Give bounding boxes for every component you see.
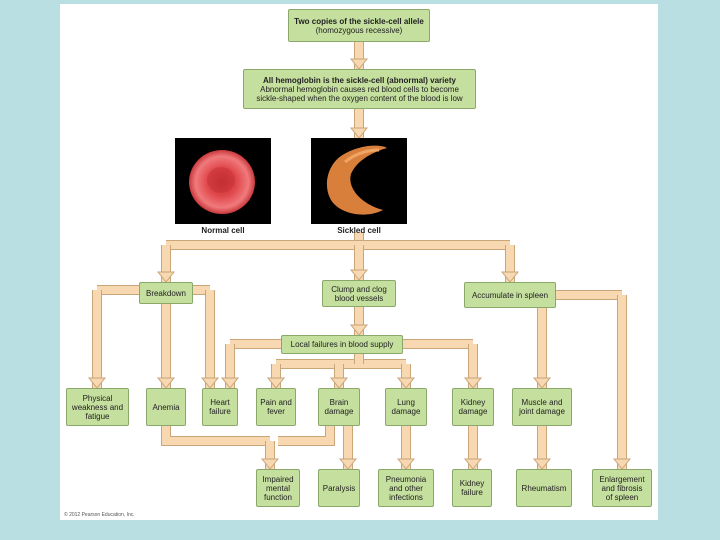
arrow-to-pain-head	[266, 377, 286, 389]
box-physical-weakness: Physical weakness and fatigue	[66, 388, 129, 426]
arrow-breakdown-to-heart-head	[200, 377, 220, 389]
box-enlargement-spleen: Enlargement and fibrosis of spleen	[592, 469, 652, 507]
arrow-to-clump-head	[349, 269, 369, 281]
box-impaired-mental: Impaired mental function	[256, 469, 300, 507]
normal-cell-photo	[175, 138, 271, 224]
arrow-to-breakdown-head	[156, 271, 176, 283]
sickled-cell-photo	[311, 138, 407, 224]
box-kidney-damage: Kidney damage	[452, 388, 494, 426]
box-two-alleles: Two copies of the sickle-cell allele (ho…	[288, 9, 430, 42]
box-local-failures: Local failures in blood supply	[281, 335, 403, 354]
diagram-panel: Normal cell Sickled cell Two copies of t…	[60, 4, 658, 520]
arrow-to-kidney-failure-head	[463, 458, 483, 470]
arrow-local-to-heart-head	[220, 377, 240, 389]
box-hemoglobin: All hemoglobin is the sickle-cell (abnor…	[243, 69, 476, 109]
arrow-to-lung-head	[396, 377, 416, 389]
box-pneumonia: Pneumonia and other infections	[378, 469, 434, 507]
arrow-to-enlargement-head	[612, 458, 632, 470]
box-rheumatism: Rheumatism	[516, 469, 572, 507]
box-lung-damage: Lung damage	[385, 388, 427, 426]
box-anemia: Anemia	[146, 388, 186, 426]
connector-anemia-to-impaired	[161, 426, 270, 446]
box-breakdown: Breakdown	[139, 282, 193, 304]
box-muscle-joint: Muscle and joint damage	[512, 388, 572, 426]
arrow-to-pneumonia-head	[396, 458, 416, 470]
arrow-to-paralysis-head	[338, 458, 358, 470]
arrow-hemoglobin-to-cells-head	[349, 127, 369, 139]
arrow-to-anemia-head	[156, 377, 176, 389]
box-accumulate-spleen: Accumulate in spleen	[464, 282, 556, 308]
flow-arrows	[87, 42, 632, 470]
box-paralysis: Paralysis	[318, 469, 360, 507]
box-kidney-failure: Kidney failure	[452, 469, 492, 507]
arrow-to-rheumatism-head	[532, 458, 552, 470]
arrow-to-muscle-head	[532, 377, 552, 389]
arrow-alleles-to-hemoglobin-head	[349, 58, 369, 70]
arrow-to-impaired-head	[260, 458, 280, 470]
box-pain-fever: Pain and fever	[256, 388, 296, 426]
box-brain-damage: Brain damage	[318, 388, 360, 426]
connector-brain-to-impaired	[278, 426, 335, 446]
arrow-clump-to-local-head	[349, 324, 369, 336]
sickled-cell-caption: Sickled cell	[337, 226, 381, 235]
arrow-to-brain-head	[329, 377, 349, 389]
arrow-local-to-kidney-head	[463, 377, 483, 389]
box-heart-failure: Heart failure	[202, 388, 238, 426]
copyright-notice: © 2012 Pearson Education, Inc.	[64, 512, 135, 518]
normal-cell-caption: Normal cell	[201, 226, 245, 235]
arrow-to-spleen-head	[500, 271, 520, 283]
box-clump-clog: Clump and clog blood vessels	[322, 280, 396, 307]
arrow-to-weakness-head	[87, 377, 107, 389]
